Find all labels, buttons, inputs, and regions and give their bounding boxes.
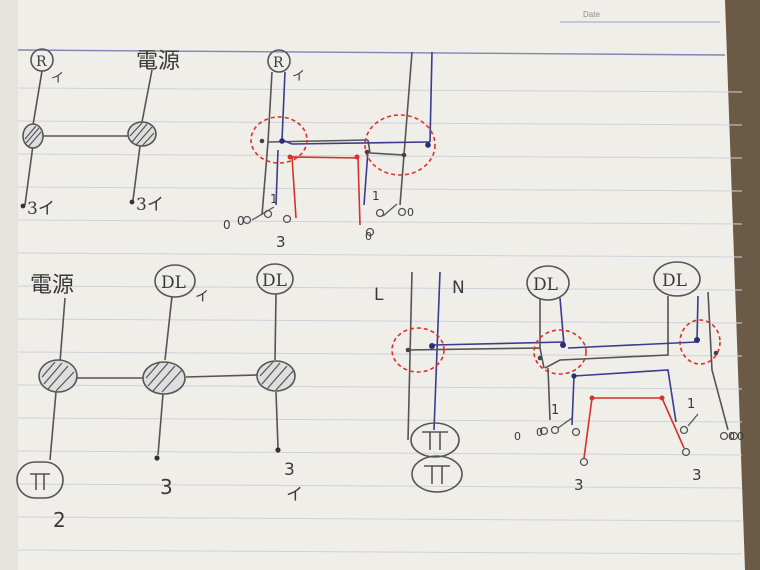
ceiling-light-icon — [653, 261, 701, 297]
switch-contact-icon — [539, 413, 739, 467]
junction-dot — [537, 355, 543, 361]
switch1-label: 3 — [160, 475, 173, 499]
diagram-3-single-line — [16, 263, 294, 499]
ceiling-light-icon — [526, 265, 570, 301]
connection-circle — [250, 116, 308, 164]
lamp-symbol-text: R — [273, 55, 284, 71]
hatched-junction-icon — [38, 359, 78, 393]
switch-terminal — [154, 455, 160, 461]
switch-mark: 3 — [692, 466, 702, 484]
switch-mark: 1 — [551, 403, 559, 418]
diagram-1-single-line — [24, 48, 153, 206]
junction-dot — [659, 395, 665, 401]
switch2-label-bottom: イ — [286, 485, 303, 505]
light2-symbol: DL — [662, 271, 687, 291]
rule-line — [17, 450, 743, 456]
rule-line — [17, 318, 743, 324]
rule-line — [17, 87, 743, 93]
junction-dot — [405, 347, 411, 353]
junction-dot — [425, 142, 431, 148]
hatched-junction-icon — [142, 361, 186, 395]
junction-dot — [401, 152, 407, 158]
rule-line — [17, 219, 743, 225]
junction-dot — [560, 342, 566, 348]
junction-dot — [287, 154, 293, 160]
light1-label: イ — [195, 289, 209, 305]
switch-mark: 3 — [574, 476, 584, 494]
top-rule — [17, 49, 726, 56]
switch-terminal — [275, 447, 281, 453]
lamp-label: イ — [292, 69, 305, 84]
switch-mark: 3 — [276, 233, 286, 251]
lamp-label: イ — [51, 71, 64, 86]
junction-dot — [589, 395, 595, 401]
junction-dot — [279, 138, 285, 144]
switch-mark: 0 — [237, 214, 245, 228]
switch-terminal — [129, 199, 135, 205]
connection-circle — [391, 327, 445, 373]
junction-dot — [259, 138, 265, 144]
junction-dot — [429, 343, 435, 349]
ceiling-light-icon — [154, 264, 196, 298]
junction-dot — [364, 149, 370, 155]
switch-mark: 0 — [536, 426, 543, 439]
rule-line — [17, 351, 743, 357]
outlet-icon — [16, 461, 64, 499]
switch-mark: 0 — [365, 230, 372, 243]
lamp-symbol-text: R — [36, 54, 47, 70]
rule-line — [17, 417, 743, 423]
diagram-4-wiring — [391, 261, 739, 493]
junction-dot — [354, 154, 360, 160]
light1-symbol: DL — [533, 275, 558, 295]
ruled-lines — [17, 87, 743, 555]
outlet-icon — [411, 455, 463, 493]
switch-contact-icon — [242, 203, 407, 237]
rule-line — [17, 186, 743, 192]
switch-mark: 1 — [372, 189, 380, 203]
power-label: 電源 — [136, 49, 180, 74]
rule-line — [17, 516, 743, 522]
rule-line — [17, 384, 743, 390]
ceiling-light-icon — [256, 263, 294, 295]
switch-mark: 0 — [737, 430, 744, 443]
rule-line — [17, 252, 743, 258]
switch2-label-top: 3 — [284, 460, 295, 480]
switch-mark: 0 — [728, 430, 735, 443]
line-label-l: L — [374, 285, 384, 305]
light1-symbol: DL — [161, 273, 186, 293]
hatched-junction-icon — [22, 123, 44, 149]
outlet-icon — [410, 422, 460, 458]
date-label: Date — [583, 10, 600, 19]
switch-mark: 0 — [223, 218, 231, 232]
line-label-n: N — [452, 278, 465, 298]
light2-symbol: DL — [262, 271, 287, 291]
rule-line — [17, 549, 743, 555]
hatched-junction-icon — [256, 360, 296, 392]
junction-dot — [571, 373, 577, 379]
switch-mark: 1 — [270, 192, 278, 206]
rule-line — [17, 285, 743, 291]
switch-label-left: 3イ — [27, 199, 55, 219]
hatched-junction-icon — [127, 121, 157, 147]
switch-label-right: 3イ — [136, 195, 164, 215]
switch-terminal — [20, 203, 26, 209]
rule-line — [17, 483, 743, 489]
power-label: 電源 — [30, 273, 74, 298]
junction-dot — [694, 337, 700, 343]
connection-circle — [679, 319, 721, 365]
connection-circle — [533, 329, 587, 375]
switch-mark: 0 — [407, 206, 414, 219]
junction-dot — [713, 350, 719, 356]
switch-mark: 1 — [687, 397, 695, 412]
lamp-symbol-circle — [267, 49, 291, 73]
switch-mark: 0 — [514, 430, 521, 443]
connection-circle — [364, 114, 436, 176]
outlet-label: 2 — [53, 508, 66, 532]
